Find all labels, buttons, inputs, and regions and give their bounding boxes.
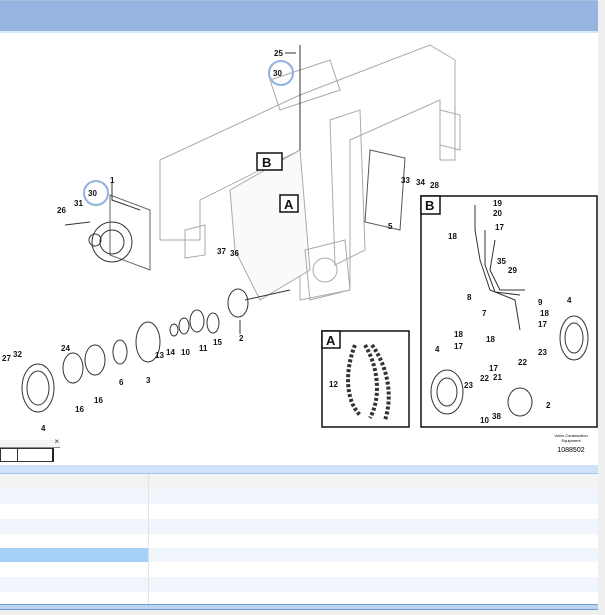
- svg-text:4: 4: [567, 296, 572, 305]
- svg-text:16: 16: [94, 396, 103, 405]
- table-row[interactable]: [0, 562, 598, 577]
- svg-text:B: B: [425, 198, 434, 213]
- close-icon[interactable]: ×: [54, 437, 59, 446]
- svg-text:22: 22: [518, 358, 527, 367]
- svg-text:7: 7: [482, 309, 487, 318]
- title-bar: [0, 0, 598, 32]
- highlight-circle: [83, 180, 109, 206]
- divider: [0, 31, 598, 33]
- svg-text:6: 6: [119, 378, 124, 387]
- table-row[interactable]: [0, 534, 598, 549]
- svg-text:12: 12: [329, 380, 338, 389]
- parts-diagram: 25 30 B A 33 34 28 5 30 1 31 26 37 36 2 …: [0, 33, 598, 465]
- svg-text:8: 8: [467, 293, 472, 302]
- svg-text:4: 4: [435, 345, 440, 354]
- exploded-view: 25 30 B A 33 34 28 5 30 1 31 26 37 36 2 …: [2, 44, 598, 454]
- svg-text:31: 31: [74, 199, 83, 208]
- svg-text:35: 35: [497, 257, 506, 266]
- svg-text:2: 2: [546, 401, 551, 410]
- svg-text:36: 36: [230, 249, 239, 258]
- highlight-circle: [268, 60, 294, 86]
- callouts-main: 25 30 B A 33 34 28 5 30 1 31 26 37 36 2 …: [2, 49, 439, 433]
- svg-text:B: B: [262, 155, 271, 170]
- svg-text:Volvo Construction: Volvo Construction: [554, 433, 587, 438]
- svg-text:10: 10: [181, 348, 190, 357]
- svg-text:A: A: [284, 197, 294, 212]
- parts-table[interactable]: [0, 474, 598, 604]
- svg-text:5: 5: [388, 222, 393, 231]
- svg-text:27: 27: [2, 354, 11, 363]
- svg-text:28: 28: [430, 181, 439, 190]
- scrollbar[interactable]: [598, 0, 605, 615]
- table-row[interactable]: [0, 489, 598, 504]
- svg-text:11: 11: [199, 344, 208, 353]
- table-row[interactable]: [0, 519, 598, 534]
- svg-text:13: 13: [155, 351, 164, 360]
- svg-text:26: 26: [57, 206, 66, 215]
- svg-text:2: 2: [239, 334, 244, 343]
- inset-b: [420, 195, 598, 428]
- svg-text:17: 17: [538, 320, 547, 329]
- svg-text:34: 34: [416, 178, 425, 187]
- svg-text:23: 23: [464, 381, 473, 390]
- svg-text:18: 18: [448, 232, 457, 241]
- floating-mini-panel[interactable]: ×: [0, 437, 60, 462]
- svg-text:17: 17: [489, 364, 498, 373]
- callouts-inset-b: B 19 20 17 18 35 29 8 9 18 7 17 4 18 18 …: [425, 198, 572, 425]
- svg-text:30: 30: [273, 69, 282, 78]
- svg-text:38: 38: [492, 412, 501, 421]
- mini-panel-field[interactable]: [0, 448, 54, 462]
- svg-text:15: 15: [213, 338, 222, 347]
- svg-text:17: 17: [454, 342, 463, 351]
- svg-text:23: 23: [538, 348, 547, 357]
- grid-toolbar: [0, 465, 598, 474]
- svg-text:17: 17: [495, 223, 504, 232]
- table-row[interactable]: [0, 592, 598, 604]
- svg-text:1088502: 1088502: [557, 447, 584, 454]
- svg-text:3: 3: [146, 376, 151, 385]
- svg-text:24: 24: [61, 344, 70, 353]
- svg-text:18: 18: [540, 309, 549, 318]
- svg-text:32: 32: [13, 350, 22, 359]
- svg-text:10: 10: [480, 416, 489, 425]
- mini-panel-titlebar[interactable]: ×: [0, 437, 60, 448]
- svg-text:9: 9: [538, 298, 543, 307]
- table-row[interactable]: [0, 577, 598, 592]
- svg-text:16: 16: [75, 405, 84, 414]
- bottom-border: [0, 604, 598, 610]
- svg-text:21: 21: [493, 373, 502, 382]
- table-row[interactable]: [0, 504, 598, 519]
- svg-text:25: 25: [274, 49, 283, 58]
- svg-text:14: 14: [166, 348, 175, 357]
- svg-text:1: 1: [110, 176, 115, 185]
- svg-text:4: 4: [41, 424, 46, 433]
- svg-text:33: 33: [401, 176, 410, 185]
- table-row-selected[interactable]: [0, 548, 598, 563]
- svg-text:20: 20: [493, 209, 502, 218]
- svg-text:29: 29: [508, 266, 517, 275]
- table-header: [0, 474, 598, 490]
- svg-text:Equipment: Equipment: [561, 438, 581, 443]
- svg-text:19: 19: [493, 199, 502, 208]
- svg-text:22: 22: [480, 374, 489, 383]
- svg-text:37: 37: [217, 247, 226, 256]
- svg-text:18: 18: [454, 330, 463, 339]
- svg-text:18: 18: [486, 335, 495, 344]
- svg-text:A: A: [326, 333, 336, 348]
- svg-text:30: 30: [88, 189, 97, 198]
